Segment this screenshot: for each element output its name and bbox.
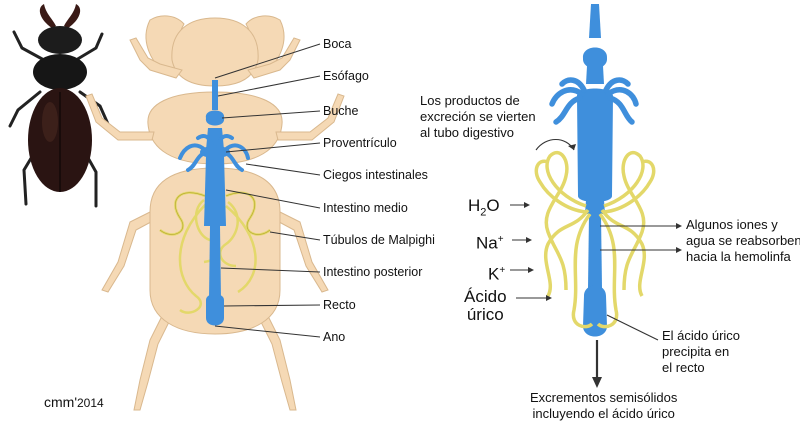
label-intestino-posterior: Intestino posterior	[323, 265, 423, 279]
gut-left	[200, 80, 230, 326]
malpighi-tubules-right	[534, 150, 656, 329]
label-tubulos-malpighi: Túbulos de Malpighi	[323, 233, 435, 247]
gastric-caeca-left	[178, 134, 250, 172]
ion-potassium: K+	[488, 264, 506, 284]
label-buche: Buche	[323, 104, 359, 118]
label-proventriculo: Proventrículo	[323, 136, 397, 150]
excrement-note: Excrementos semisólidos incluyendo el ác…	[530, 390, 678, 421]
precipitate-note: El ácido úrico precipita en el recto	[662, 328, 741, 375]
arrow-heads	[524, 144, 682, 388]
label-esofago: Esófago	[323, 69, 369, 83]
label-ano: Ano	[323, 330, 346, 344]
leader-lines	[214, 43, 321, 338]
label-boca: Boca	[323, 37, 352, 51]
gastric-caeca-right	[549, 77, 639, 125]
uric-acid-label: Ácido úrico	[464, 287, 507, 324]
label-intestino-medio: Intestino medio	[323, 201, 408, 215]
author-credit: cmm'2014	[44, 394, 104, 410]
right-arrows	[510, 138, 678, 378]
excretion-note: Los productos de excreción se vierten al…	[420, 93, 536, 140]
ion-sodium: Na+	[476, 233, 504, 253]
ion-water: H2O	[468, 196, 500, 219]
label-recto: Recto	[323, 298, 356, 312]
label-ciegos-intestinales: Ciegos intestinales	[323, 168, 428, 182]
reabsorb-note: Algunos iones y agua se reabsorben hacia…	[686, 217, 800, 264]
gut-right	[577, 4, 613, 337]
